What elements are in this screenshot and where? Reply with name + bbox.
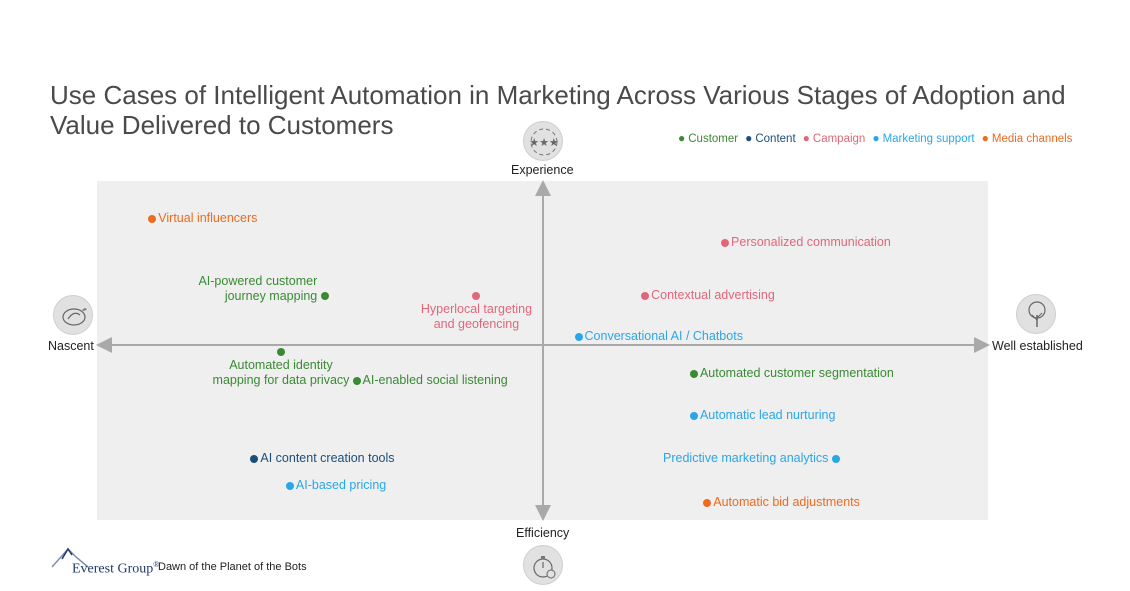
data-point-marker	[285, 482, 294, 491]
data-point-marker	[641, 291, 650, 300]
legend-label: Media channels	[991, 133, 1073, 145]
data-point-marker	[277, 347, 286, 356]
registered-mark: ®	[153, 560, 160, 569]
data-point-marker	[721, 239, 730, 247]
stopwatch-icon	[523, 545, 563, 585]
data-point-label: Personalized communication	[731, 235, 891, 249]
legend-dot: ●	[981, 131, 989, 145]
data-point-label: AI-based pricing	[295, 478, 387, 493]
x-axis-min-label: Nascent	[48, 339, 94, 353]
data-point-marker	[703, 499, 712, 508]
legend-label: Content	[755, 133, 796, 145]
data-point-label: Predictive marketing analytics	[663, 450, 829, 465]
brand-name: Everest Group	[72, 561, 154, 577]
data-point-marker	[148, 215, 157, 224]
legend: ●Customer●Content●Campaign●Marketing sup…	[678, 131, 1079, 145]
y-axis-min-label: Efficiency	[516, 526, 570, 540]
data-point-label: AI-enabled social listening	[362, 372, 508, 387]
footer-brand: Everest Group®	[72, 560, 159, 578]
y-axis-max-label: Experience	[511, 163, 574, 177]
legend-item-content: ●Content	[745, 131, 796, 145]
data-point-marker	[250, 454, 259, 463]
legend-dot: ●	[802, 131, 810, 145]
legend-label: Campaign	[812, 133, 866, 145]
data-point-label: Conversational AI / Chatbots	[584, 328, 743, 343]
data-point-marker	[352, 376, 361, 385]
stars-cycle-icon: ★★★	[523, 121, 563, 161]
data-point-label: Contextual advertising	[651, 287, 775, 302]
legend-item-customer: ●Customer	[678, 131, 739, 145]
x-axis-max-label: Well established	[992, 339, 1083, 353]
legend-item-campaign: ●Campaign	[802, 131, 866, 145]
everest-logo-icon	[51, 547, 89, 568]
seedling-icon	[53, 295, 93, 335]
svg-text:★★★: ★★★	[529, 136, 559, 149]
data-point-marker	[689, 412, 698, 421]
data-point-label: AI content creation tools	[260, 450, 395, 465]
data-point-label: Automatic bid adjustments	[713, 495, 860, 510]
data-point-label: Virtual influencers	[158, 211, 258, 226]
data-point-label: Automated customer segmentation	[699, 365, 894, 380]
legend-dot: ●	[872, 131, 880, 145]
legend-label: Marketing support	[882, 133, 975, 145]
legend-label: Customer	[688, 133, 739, 145]
footer-subtitle: Dawn of the Planet of the Bots	[158, 561, 307, 573]
data-point-marker	[832, 454, 841, 463]
legend-item-marketing-support: ●Marketing support	[872, 131, 975, 145]
data-point-marker	[574, 332, 583, 341]
legend-dot: ●	[745, 131, 753, 145]
chart-title: Use Cases of Intelligent Automation in M…	[50, 80, 1066, 140]
data-point-marker	[689, 369, 698, 378]
legend-dot: ●	[678, 131, 686, 145]
data-point-label: Automatic lead nurturing	[699, 408, 836, 423]
data-point-marker	[321, 291, 330, 300]
tree-icon	[1016, 294, 1056, 334]
data-point-marker	[472, 291, 481, 300]
legend-item-media-channels: ●Media channels	[981, 131, 1073, 145]
